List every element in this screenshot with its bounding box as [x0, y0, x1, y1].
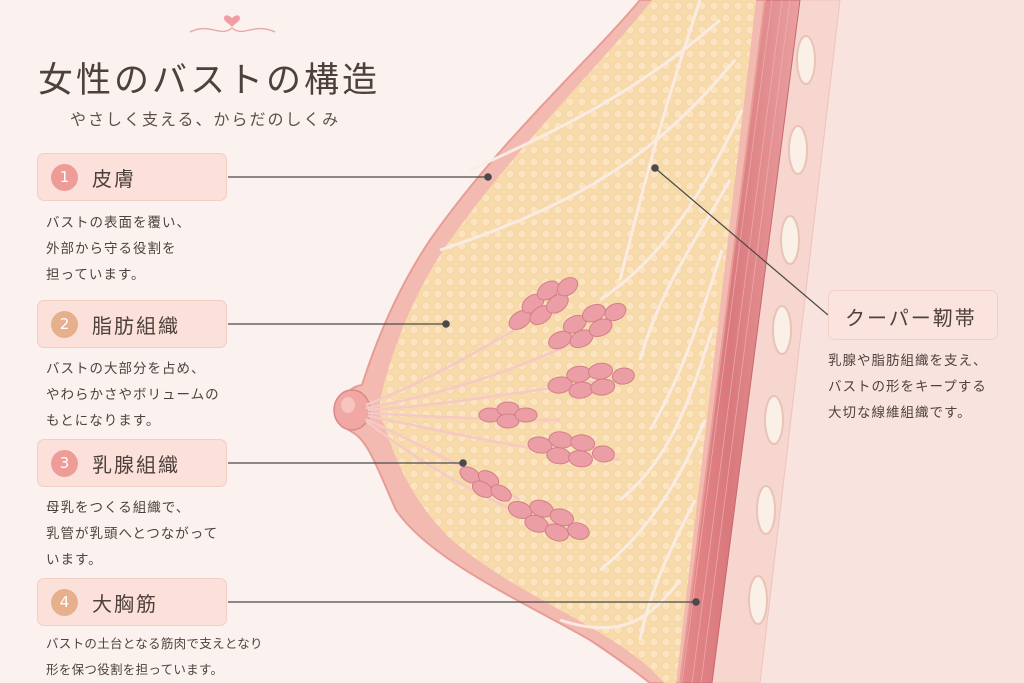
label-fat-tissue: 2 脂肪組織: [37, 300, 227, 348]
part-name-pectoral-muscle: 大胸筋: [92, 592, 158, 616]
mammary-glands: [459, 277, 635, 542]
badge-number-2: 2: [51, 311, 78, 338]
description-fat-tissue: バストの大部分を占め、 やわらかさやボリュームの もとになります。: [46, 361, 220, 429]
page-subtitle: やさしく支える、からだのしくみ: [70, 110, 341, 129]
badge-number-4: 4: [51, 589, 78, 616]
part-name-skin: 皮膚: [92, 167, 136, 191]
page-title: 女性のバストの構造: [38, 61, 381, 101]
description-cooper-ligaments: 乳腺や脂肪組織を支え、 バストの形をキープする 大切な線維組織です。: [828, 353, 988, 421]
description-mammary-tissue: 母乳をつくる組織で、 乳管が乳頭へとつながって います。: [46, 500, 219, 568]
label-skin: 1 皮膚: [37, 153, 227, 201]
ornament-heart: [189, 15, 276, 33]
badge-number-1: 1: [51, 164, 78, 191]
badge-number-3: 3: [51, 450, 78, 477]
part-name-fat-tissue: 脂肪組織: [92, 314, 180, 338]
label-cooper-ligaments: クーパー靭帯: [828, 290, 998, 340]
description-pectoral-muscle: バストの土台となる筋肉で支えとなり 形を保つ役割を担っています。: [46, 636, 263, 677]
label-mammary-tissue: 3 乳腺組織: [37, 439, 227, 487]
description-skin: バストの表面を覆い、 外部から守る役割を 担っています。: [46, 215, 191, 283]
label-pectoral-muscle: 4 大胸筋: [37, 578, 227, 626]
part-name-mammary-tissue: 乳腺組織: [92, 453, 180, 477]
rib-cartilage: [748, 35, 816, 625]
part-name-cooper-ligaments: クーパー靭帯: [845, 306, 977, 330]
leader-lines: [228, 164, 829, 606]
cooper-ligaments: [439, 0, 744, 641]
